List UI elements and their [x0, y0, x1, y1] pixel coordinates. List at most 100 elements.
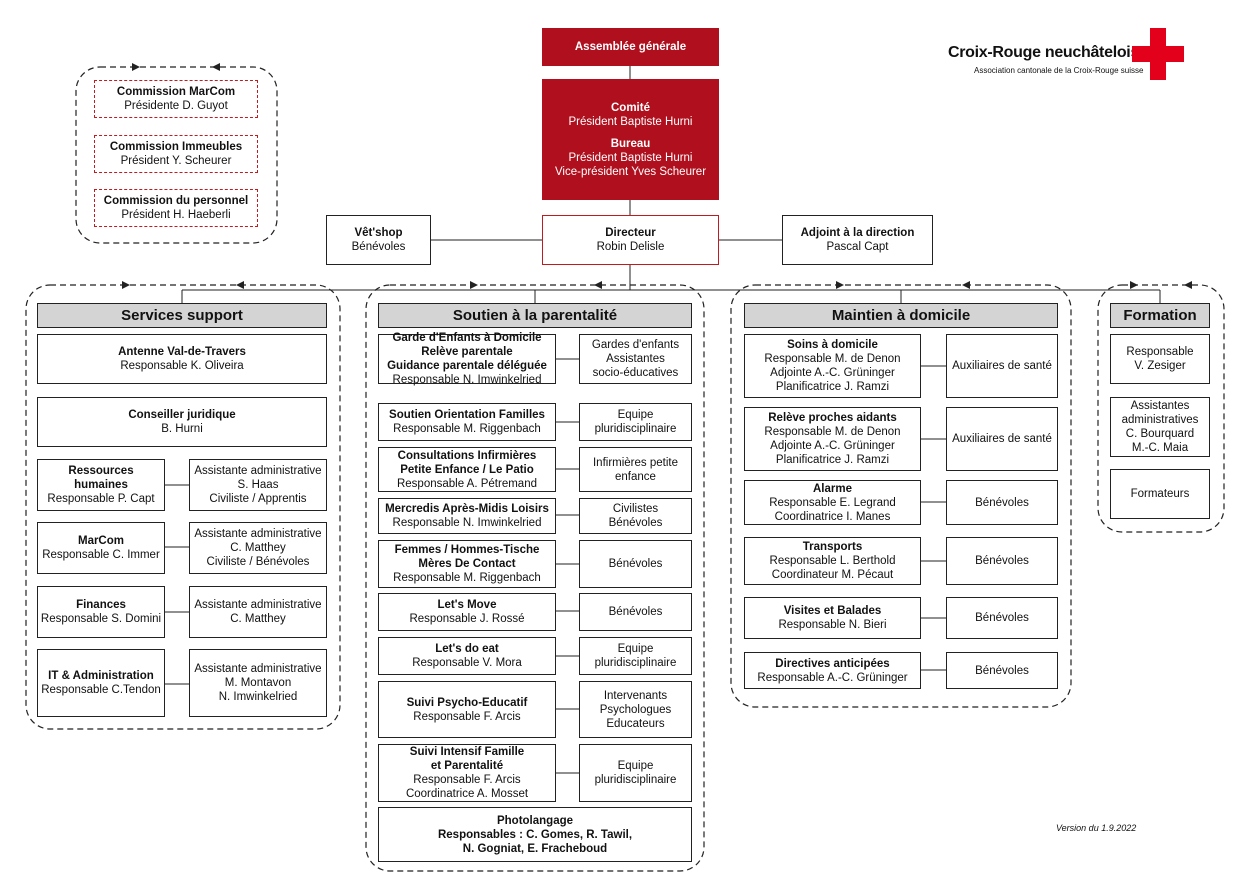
commission-title: Commission du personnel: [103, 195, 249, 207]
soutien-mercredis-title: Mercredis Après-Midis Loisirs: [385, 503, 549, 515]
directeur-title: Directeur: [605, 227, 656, 239]
soutien-garde-box: Garde d'Enfants à Domicile Relève parent…: [378, 332, 556, 386]
red-cross-icon: [1132, 28, 1184, 80]
soutien-orientation-side-box: Equipe pluridisciplinaire: [579, 403, 692, 441]
commission-marcom-box: Commission MarCom Présidente D. Guyot: [94, 80, 258, 118]
soutien-tische-side: Bénévoles: [608, 558, 663, 570]
soutien-photolangage-box: Photolangage Responsables : C. Gomes, R.…: [378, 807, 692, 862]
formation-responsable-box: Responsable V. Zesiger: [1110, 334, 1210, 384]
maintien-visites-side-box: Bénévoles: [946, 597, 1058, 639]
soutien-mercredis-side: Civilistes Bénévoles: [608, 503, 663, 529]
juridique-title: Conseiller juridique: [128, 409, 236, 421]
maintien-transports-box: Transports Responsable L. Berthold Coord…: [744, 537, 921, 585]
soutien-consultations-side-box: Infirmières petite enfance: [579, 447, 692, 492]
rh-title: Ressources humaines: [68, 465, 134, 491]
soutien-letsdoeat-box: Let's do eat Responsable V. Mora: [378, 637, 556, 675]
maintien-transports-side: Bénévoles: [975, 555, 1029, 567]
soutien-letsdoeat-title: Let's do eat: [435, 643, 499, 655]
soutien-tische-line: Responsable M. Riggenbach: [393, 572, 541, 584]
rh-side: Assistante administrative S. Haas Civili…: [194, 465, 322, 505]
rh-box: Ressources humaines Responsable P. Capt: [37, 459, 165, 511]
commission-title: Commission Immeubles: [109, 141, 243, 153]
rh-line: Responsable P. Capt: [47, 493, 155, 505]
vetshop-title: Vêt'shop: [354, 227, 403, 239]
formation-formateurs-box: Formateurs: [1110, 469, 1210, 519]
maintien-directives-title: Directives anticipées: [775, 657, 890, 670]
maintien-transports-line: Responsable L. Berthold Coordinateur M. …: [769, 555, 896, 581]
maintien-header: Maintien à domicile: [744, 303, 1058, 328]
commission-personnel-box: Commission du personnel Président H. Hae…: [94, 189, 258, 227]
finances-side: Assistante administrative C. Matthey: [194, 599, 322, 625]
maintien-alarme-title: Alarme: [813, 482, 852, 495]
soutien-garde-side: Gardes d'enfants Assistantes socio-éduca…: [591, 339, 680, 379]
maintien-visites-box: Visites et Balades Responsable N. Bieri: [744, 597, 921, 639]
finances-line: Responsable S. Domini: [40, 613, 162, 625]
finances-title: Finances: [76, 599, 126, 611]
juridique-line: B. Hurni: [161, 423, 203, 435]
soutien-garde-side-box: Gardes d'enfants Assistantes socio-éduca…: [579, 334, 692, 384]
soutien-letsmove-box: Let's Move Responsable J. Rossé: [378, 593, 556, 631]
maintien-releve-line: Responsable M. de Denon Adjointe A.-C. G…: [764, 426, 901, 466]
soutien-orientation-side: Equipe pluridisciplinaire: [594, 409, 677, 435]
comite-president: Président Baptiste Hurni: [568, 115, 693, 128]
soutien-letsdoeat-line: Responsable V. Mora: [412, 657, 522, 669]
marcom-box: MarCom Responsable C. Immer: [37, 522, 165, 574]
adjoint-box: Adjoint à la direction Pascal Capt: [782, 215, 933, 265]
marcom-side: Assistante administrative C. Matthey Civ…: [194, 528, 322, 568]
soutien-letsmove-side: Bénévoles: [608, 606, 663, 618]
maintien-alarme-line: Responsable E. Legrand Coordinatrice I. …: [769, 496, 896, 523]
formation-responsable: Responsable V. Zesiger: [1126, 346, 1194, 372]
soutien-orientation-box: Soutien Orientation Familles Responsable…: [378, 403, 556, 441]
bureau-title: Bureau: [610, 137, 651, 150]
antenne-line: Responsable K. Oliveira: [120, 360, 244, 372]
soutien-tische-box: Femmes / Hommes-Tische Mères De Contact …: [378, 540, 556, 588]
soutien-psycho-line: Responsable F. Arcis: [413, 710, 521, 723]
maintien-releve-box: Relève proches aidants Responsable M. de…: [744, 407, 921, 471]
formation-formateurs: Formateurs: [1130, 488, 1190, 500]
maintien-visites-side: Bénévoles: [975, 612, 1029, 624]
soutien-psycho-side: Intervenants Psychologues Educateurs: [599, 689, 672, 730]
soutien-header: Soutien à la parentalité: [378, 303, 692, 328]
soutien-intensif-side: Equipe pluridisciplinaire: [594, 760, 677, 786]
logo-subtitle: Association cantonale de la Croix-Rouge …: [974, 66, 1144, 75]
maintien-releve-side-box: Auxiliaires de santé: [946, 407, 1058, 471]
soutien-intensif-line: Responsable F. Arcis Coordinatrice A. Mo…: [405, 774, 529, 800]
directeur-name: Robin Delisle: [596, 241, 665, 253]
commission-president: Président Y. Scheurer: [120, 155, 232, 167]
maintien-soins-side: Auxiliaires de santé: [952, 360, 1052, 372]
comite-bureau-box: Comité Président Baptiste Hurni Bureau P…: [542, 79, 719, 200]
antenne-box: Antenne Val-de-Travers Responsable K. Ol…: [37, 334, 327, 384]
it-box: IT & Administration Responsable C.Tendon: [37, 649, 165, 717]
maintien-soins-box: Soins à domicile Responsable M. de Denon…: [744, 334, 921, 398]
soutien-tische-title: Femmes / Hommes-Tische Mères De Contact: [394, 544, 540, 570]
maintien-directives-line: Responsable A.-C. Grüninger: [757, 671, 908, 684]
soutien-letsmove-title: Let's Move: [437, 599, 497, 611]
soutien-photolangage-responsables: Responsables : C. Gomes, R. Tawil, N. Go…: [437, 828, 633, 855]
assemblee-title: Assemblée générale: [574, 41, 687, 53]
maintien-releve-side: Auxiliaires de santé: [952, 433, 1052, 445]
soutien-photolangage-title: Photolangage: [496, 814, 574, 827]
formation-assistantes-box: Assistantes administratives C. Bourquard…: [1110, 397, 1210, 457]
antenne-title: Antenne Val-de-Travers: [118, 346, 246, 358]
commission-president: Présidente D. Guyot: [124, 100, 228, 112]
soutien-garde-title: Garde d'Enfants à Domicile Relève parent…: [387, 332, 547, 372]
maintien-directives-side-box: Bénévoles: [946, 652, 1058, 689]
bureau-members: Président Baptiste Hurni Vice-président …: [554, 151, 707, 178]
soutien-orientation-title: Soutien Orientation Familles: [389, 409, 545, 421]
it-side: Assistante administrative M. Montavon N.…: [194, 663, 322, 703]
finances-side-box: Assistante administrative C. Matthey: [189, 586, 327, 638]
adjoint-name: Pascal Capt: [826, 241, 889, 253]
soutien-psycho-title: Suivi Psycho-Educatif: [406, 696, 528, 709]
adjoint-title: Adjoint à la direction: [800, 227, 915, 239]
maintien-alarme-side: Bénévoles: [975, 496, 1029, 509]
maintien-transports-title: Transports: [802, 541, 863, 553]
soutien-letsdoeat-side-box: Equipe pluridisciplinaire: [579, 637, 692, 675]
juridique-box: Conseiller juridique B. Hurni: [37, 397, 327, 447]
soutien-mercredis-line: Responsable N. Imwinkelried: [392, 517, 542, 529]
maintien-visites-line: Responsable N. Bieri: [778, 619, 887, 631]
soutien-garde-line: Responsable N. Imwinkelried: [392, 374, 542, 386]
formation-header: Formation: [1110, 303, 1210, 328]
soutien-intensif-title: Suivi Intensif Famille et Parentalité: [409, 746, 525, 772]
it-title: IT & Administration: [48, 670, 154, 682]
commission-immeubles-box: Commission Immeubles Président Y. Scheur…: [94, 135, 258, 173]
